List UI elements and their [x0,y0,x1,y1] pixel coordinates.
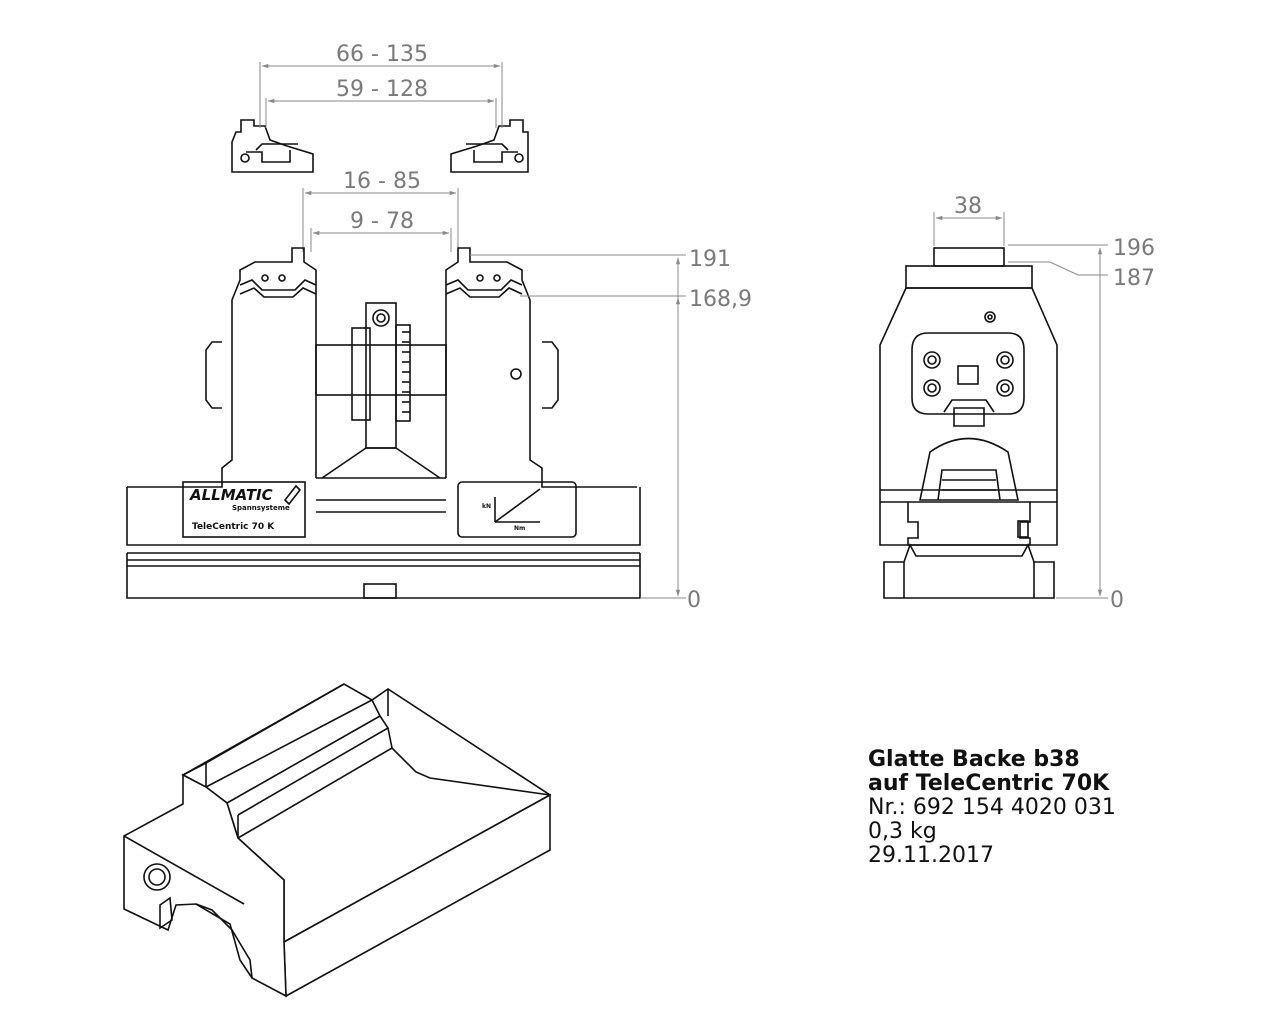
dim-16-85: 16 - 85 [343,169,421,194]
dim-66-135: 66 - 135 [336,42,428,67]
dim-front-heights [470,254,686,599]
model-label: TeleCentric 70 K [192,522,275,532]
title-line-2: auf TeleCentric 70K [868,771,1110,796]
title-block: Glatte Backe b38 auf TeleCentric 70K Nr.… [868,748,1116,868]
date: 29.11.2017 [868,843,994,868]
scale-ticks [402,331,410,413]
dim-187: 187 [1113,266,1155,291]
weight: 0,3 kg [868,819,937,844]
brand-label: ALLMATIC [189,486,273,504]
graph-y-label: kN [482,503,491,510]
jaw-isometric-view [123,683,552,998]
vise-front-view: ALLMATIC Spannsysteme TeleCentric 70 K k… [126,247,641,599]
title-line-1: Glatte Backe b38 [868,747,1080,772]
dim-0-front: 0 [687,588,701,613]
dim-top-lines [259,62,503,252]
dim-9-78: 9 - 78 [350,209,414,234]
jaw-right-top [450,119,529,173]
dim-191: 191 [689,247,731,272]
dim-side-lines [933,212,1108,599]
vise-side-view [879,247,1058,599]
graph-x-label: Nm [514,525,525,532]
dim-196: 196 [1113,236,1155,261]
part-number: Nr.: 692 154 4020 031 [868,795,1116,820]
dim-59-128: 59 - 128 [336,77,428,102]
brand-sub: Spannsysteme [232,504,290,512]
dim-168-9: 168,9 [689,287,752,312]
dim-38: 38 [954,194,982,219]
jaw-left-top [231,119,314,173]
dim-0-side: 0 [1110,588,1124,613]
